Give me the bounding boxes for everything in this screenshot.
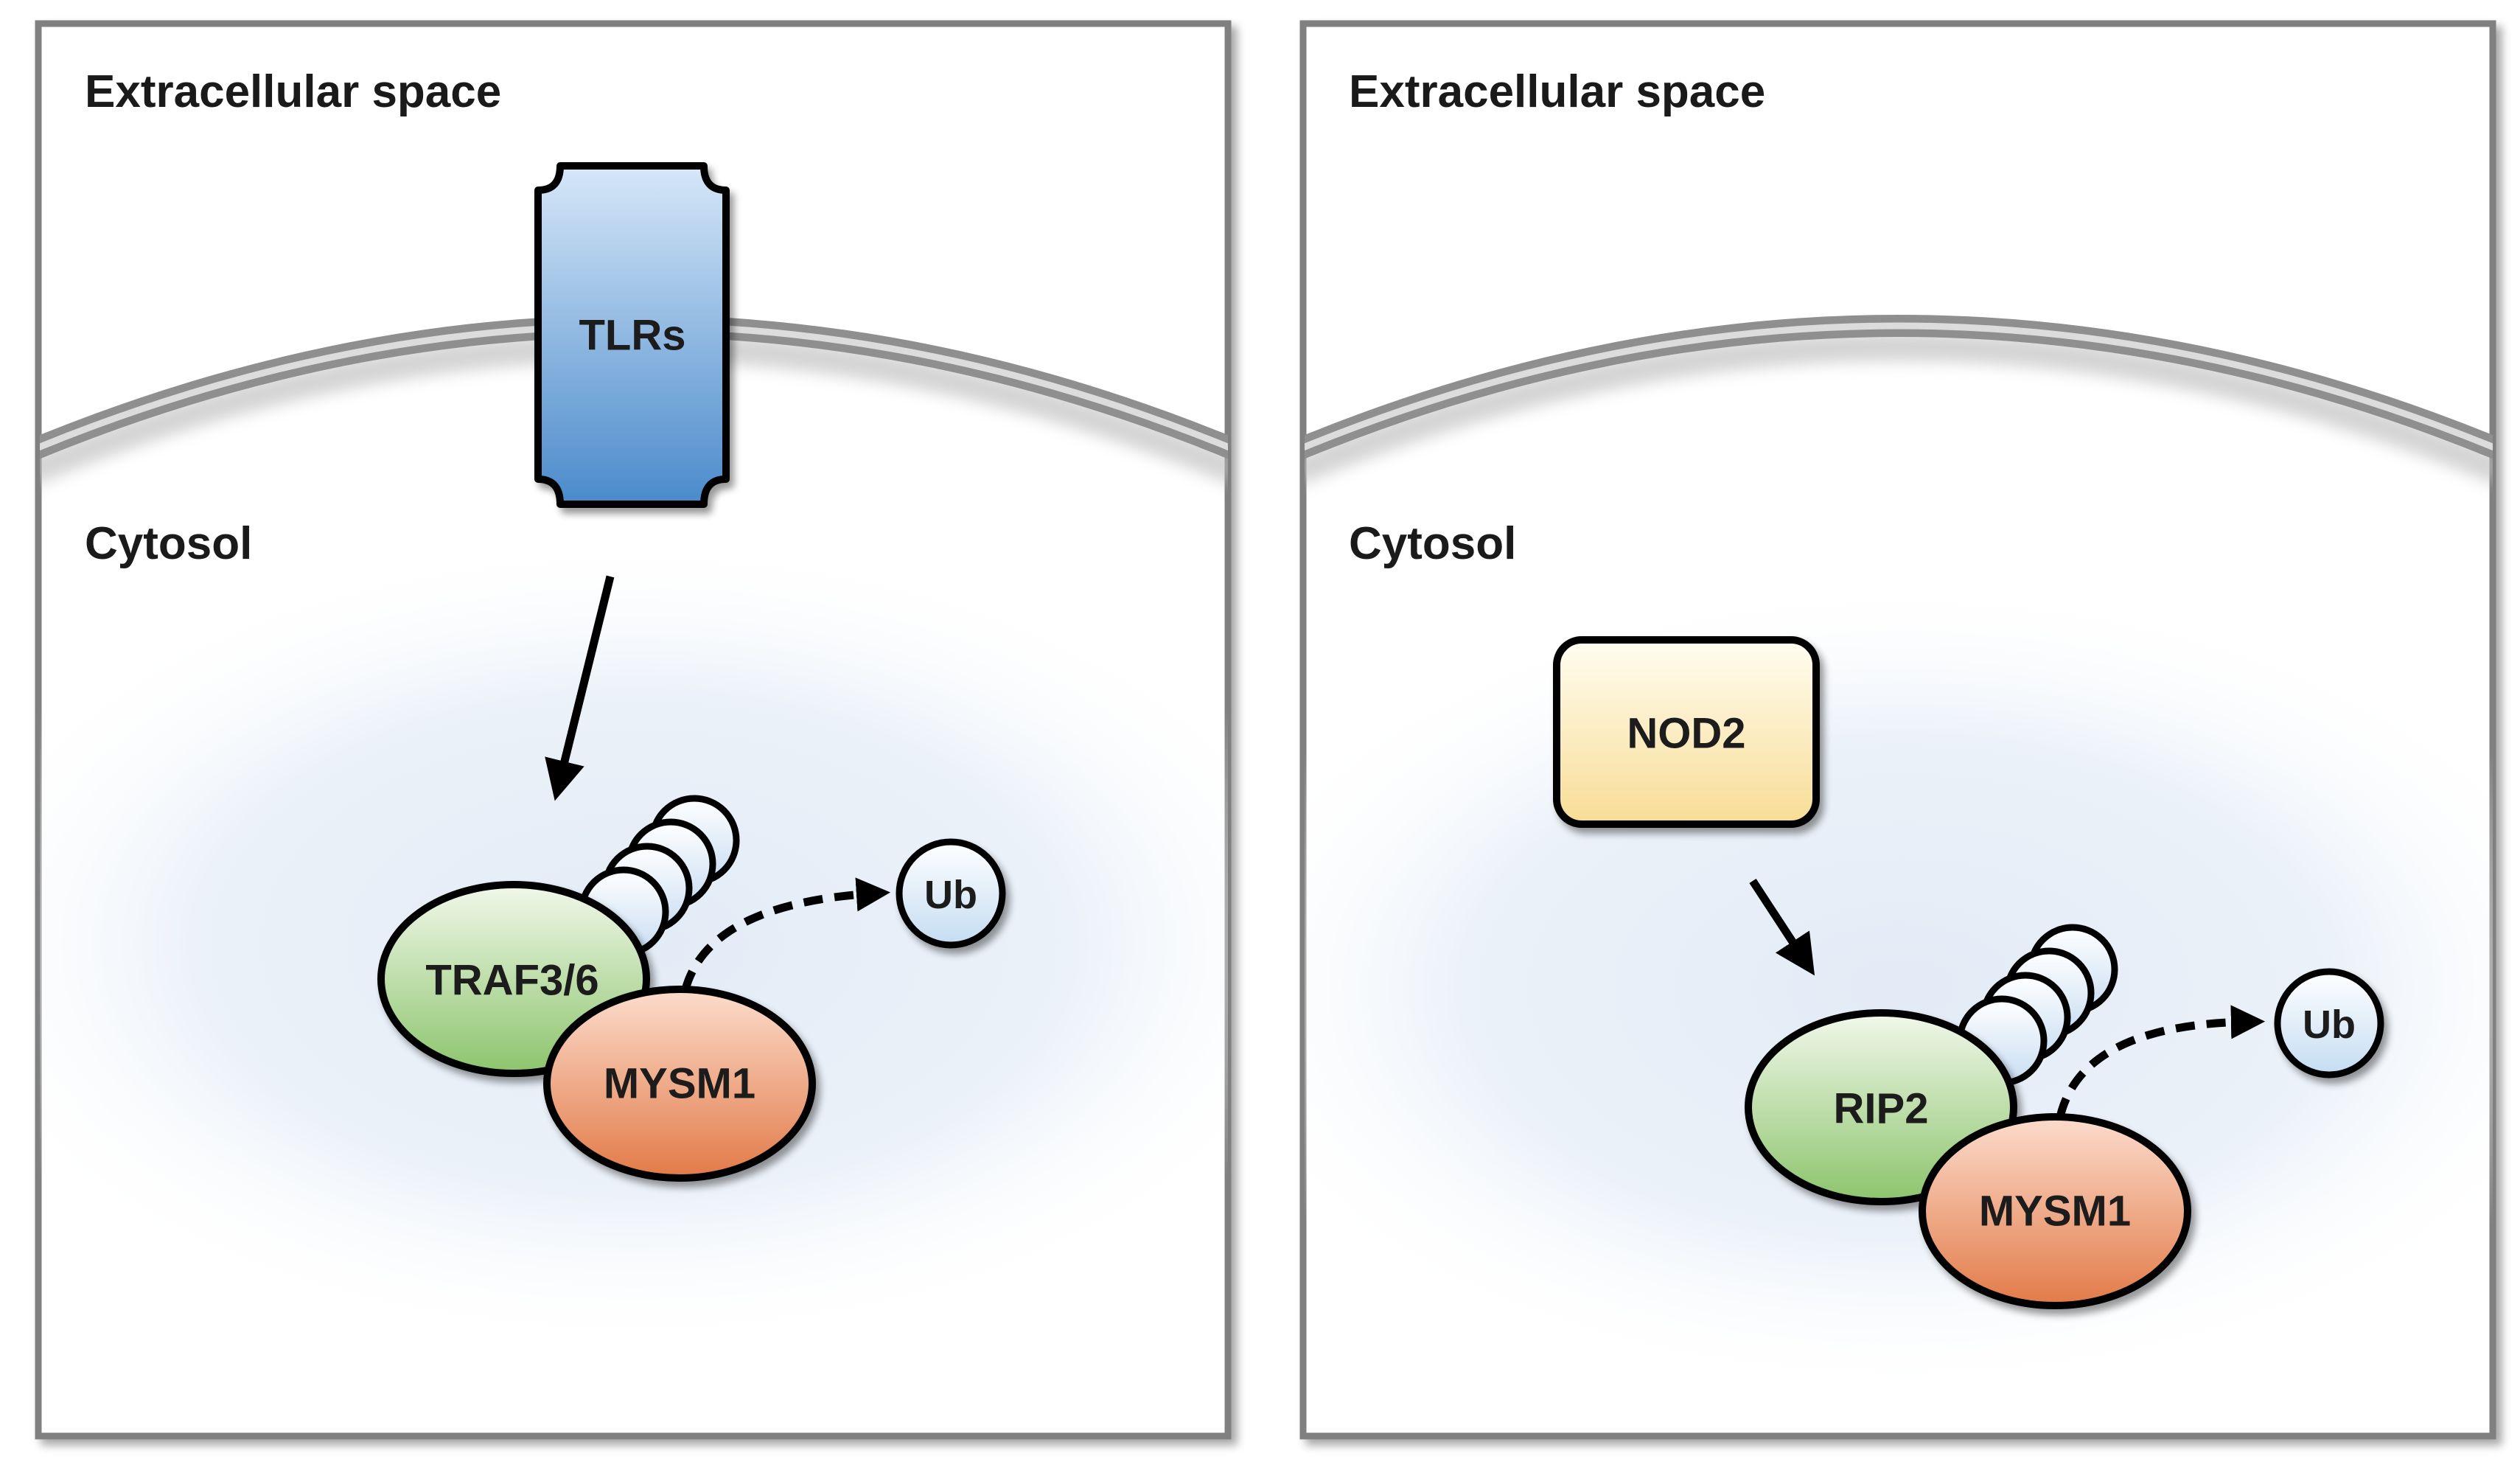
plasma-membrane	[1305, 315, 2493, 484]
mysm1-protein: MYSM1	[1919, 1113, 2191, 1309]
nod2-label: NOD2	[1627, 710, 1745, 758]
ubiquitin: Ub	[2274, 968, 2384, 1079]
panel-tlr-pathway: Extracellular space Cytosol TLRs TRAF3/6…	[35, 20, 1232, 1440]
activation-arrow	[1749, 878, 1815, 976]
rip2-label: RIP2	[1834, 1085, 1929, 1133]
activation-arrow	[545, 575, 615, 801]
ub-label: Ub	[924, 873, 977, 917]
mysm1-label: MYSM1	[604, 1060, 755, 1108]
ubiquitin: Ub	[896, 838, 1006, 949]
mysm1-label: MYSM1	[1979, 1188, 2131, 1236]
polyubiquitin-chain	[1956, 924, 2118, 1087]
nod2-sensor: NOD2	[1553, 636, 1820, 828]
cytosol-label: Cytosol	[85, 518, 252, 569]
tlr-label: TLRs	[579, 312, 686, 360]
extracellular-space-label: Extracellular space	[85, 66, 501, 117]
ub-label: Ub	[2303, 1003, 2356, 1047]
mysm1-protein: MYSM1	[543, 986, 816, 1182]
tlr-receptor: TLRs	[534, 162, 730, 508]
panel-nod2-pathway: Extracellular space Cytosol NOD2 RIP2 MY…	[1299, 20, 2496, 1440]
extracellular-space-label: Extracellular space	[1349, 66, 1765, 117]
cytosol-label: Cytosol	[1349, 518, 1516, 569]
deubiquitination-arrow	[2056, 1005, 2266, 1118]
traf36-label: TRAF3/6	[425, 957, 598, 1005]
